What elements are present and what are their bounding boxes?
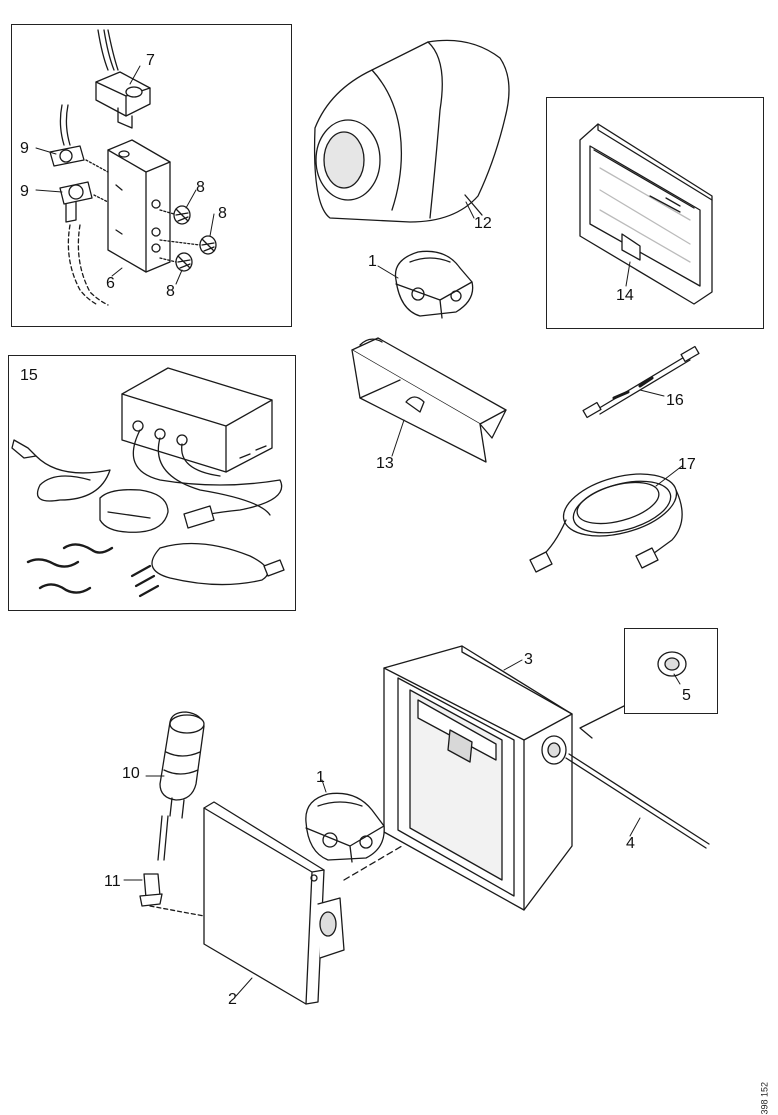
callout-6: 6: [106, 275, 115, 292]
housing-part-3: [383, 645, 573, 911]
callout-15: 15: [20, 367, 38, 384]
display-frame-part-14: [579, 123, 713, 305]
control-box-kit-part-15: [11, 367, 285, 598]
callout-14: 14: [616, 287, 634, 304]
callout-11: 11: [104, 873, 121, 890]
connectors-part-8: [159, 205, 217, 272]
figure-code: 398 152: [760, 1082, 770, 1115]
plate-part-2: [203, 801, 345, 1005]
cable-part-16: [582, 345, 700, 419]
callout-7: 7: [146, 52, 155, 69]
callout-8-middle: 8: [218, 205, 227, 222]
callout-3: 3: [524, 651, 533, 668]
screw-part-11: [139, 873, 205, 917]
callout-13: 13: [376, 455, 394, 472]
callout-1-upper: 1: [368, 253, 377, 270]
motor-part-10: [157, 711, 205, 861]
callout-16: 16: [666, 392, 684, 409]
callout-1-lower: 1: [316, 769, 325, 786]
fittings-part-9: [49, 104, 109, 306]
solenoid-valve-part-7: [95, 29, 151, 129]
valve-block-part-6: [107, 139, 171, 273]
leader-lines: [35, 65, 683, 997]
callout-17: 17: [678, 456, 696, 473]
callout-5: 5: [682, 687, 691, 704]
coiled-cable-part-17: [529, 473, 683, 573]
callout-8-top: 8: [196, 179, 205, 196]
callout-4: 4: [626, 835, 635, 852]
callout-2: 2: [228, 991, 237, 1008]
callout-8-bottom: 8: [166, 283, 175, 300]
callout-12: 12: [474, 215, 492, 232]
rod-part-4: [565, 753, 710, 849]
hood-cover-part-12: [313, 39, 510, 223]
callout-9-upper: 9: [20, 140, 29, 157]
camera-part-1-lower: [305, 792, 403, 881]
mounting-bracket-part-13: [351, 337, 507, 463]
callout-10: 10: [122, 765, 140, 782]
grommet-part-5: [579, 651, 687, 739]
callout-9-lower: 9: [20, 183, 29, 200]
camera-part-1-upper: [394, 250, 474, 319]
